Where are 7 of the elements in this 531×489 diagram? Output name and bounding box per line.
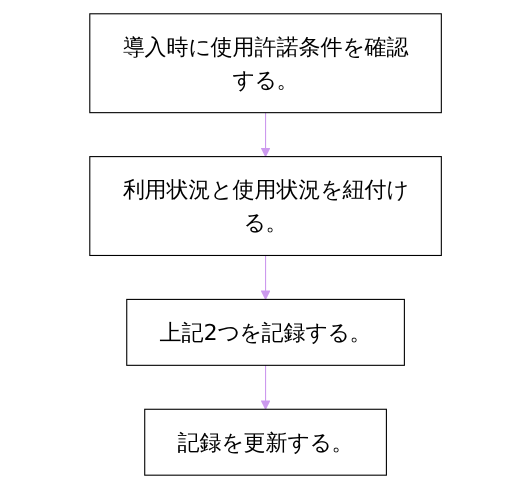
arrow: [260, 112, 270, 158]
node-box: 上記2つを記録する。: [126, 298, 405, 366]
node-box: 導入時に使用許諾条件を確認する。: [89, 13, 442, 114]
arrow: [260, 255, 270, 300]
node-box: 記録を更新する。: [144, 408, 387, 476]
node-box: 利用状況と使用状況を紐付ける。: [89, 156, 442, 256]
arrow: [260, 365, 270, 410]
